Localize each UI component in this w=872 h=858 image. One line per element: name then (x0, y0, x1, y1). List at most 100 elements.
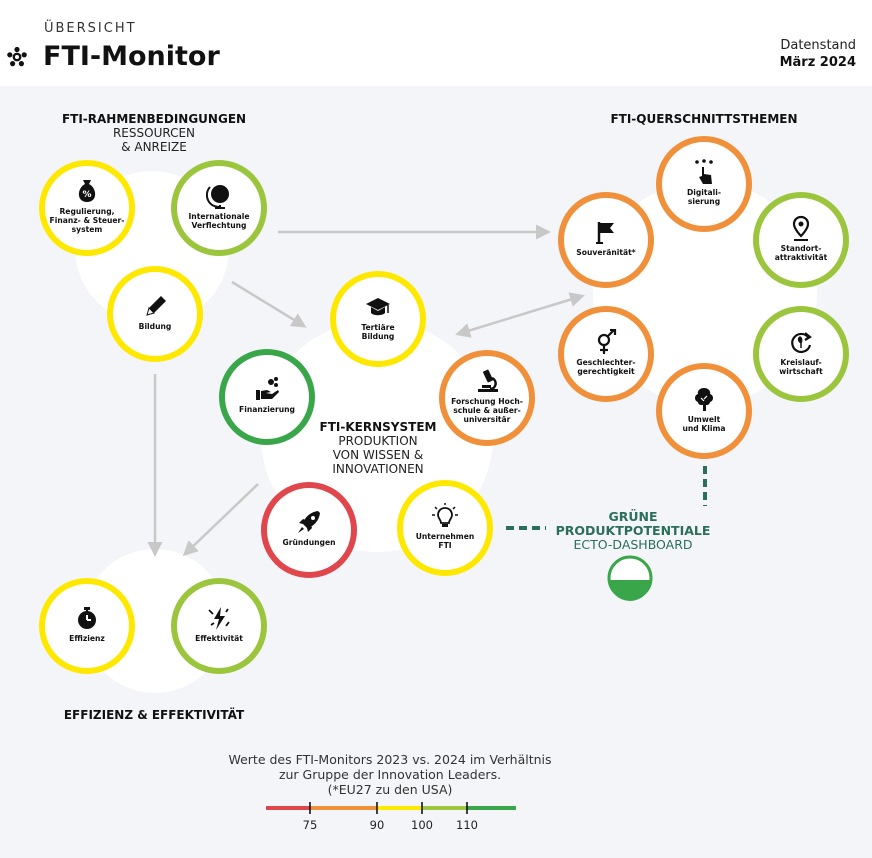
location-pin-icon (792, 215, 810, 241)
hand-coins-icon (256, 377, 279, 400)
node-ring-geschlechter[interactable] (558, 306, 654, 402)
node-geschlechter[interactable]: Geschlechter-gerechtigkeit (556, 328, 656, 376)
legend-description: Werte des FTI-Monitors 2023 vs. 2024 im … (228, 752, 552, 797)
node-forschung[interactable]: Forschung Hoch-schule & außer-universitä… (437, 368, 537, 424)
legend-scale (266, 802, 516, 814)
node-gruendungen[interactable]: Gründungen (259, 509, 359, 547)
globe-icon (206, 184, 229, 209)
node-ring-digitalisierung[interactable] (656, 136, 752, 232)
arrow-kern-effizienz (182, 483, 259, 557)
legend-tick-100: 100 (411, 818, 433, 832)
node-label-line: Effektivität (195, 634, 243, 643)
node-ring-kreislauf[interactable] (753, 306, 849, 402)
node-ring-forschung[interactable] (439, 350, 535, 446)
node-label-effizienz: Effizienz (37, 634, 137, 643)
node-label-line: system (71, 225, 103, 234)
node-digitalisierung[interactable]: Digitali-sierung (654, 158, 754, 206)
page-title: FTI-Monitor (43, 41, 220, 72)
legend-tick-75: 75 (302, 818, 318, 832)
node-label-line: Digitali- (686, 187, 722, 197)
legend-tick-90: 90 (369, 818, 385, 832)
graduation-cap-icon (366, 297, 390, 315)
node-label-line: attraktivität (774, 252, 828, 262)
node-ring-souveraenitaet[interactable] (558, 192, 654, 288)
node-souveraenitaet[interactable]: Souveränität* (556, 219, 656, 257)
node-label-line: sierung (687, 196, 721, 206)
diagram-canvas: FTI-RAHMENBEDINGUNGEN RESSOURCEN & ANREI… (0, 86, 872, 858)
group-label-quer: FTI-QUERSCHNITTSTHEMEN (610, 112, 798, 126)
lightbulb-icon (432, 502, 458, 527)
money-bag-icon: % (78, 180, 96, 202)
node-effektivitaet[interactable]: Effektivität (169, 605, 269, 643)
node-label-line: FTI (438, 540, 452, 550)
gender-icon (597, 328, 617, 354)
page-kicker: ÜBERSICHT (44, 21, 137, 36)
node-label-finanzierung: Finanzierung (217, 405, 317, 414)
lightning-icon (208, 607, 230, 630)
node-ring-bildung[interactable] (107, 266, 203, 362)
recycle-icon (791, 331, 812, 353)
node-label-line: und Klima (682, 423, 726, 433)
node-label-regulierung: Regulierung,Finanz- & Steuer-system (37, 207, 137, 234)
node-label-line: Regulierung, (59, 207, 115, 216)
node-label-line: Unternehmen (415, 531, 475, 541)
header: ÜBERSICHT FTI-Monitor Datenstand März 20… (0, 0, 872, 86)
svg-text:%: % (82, 190, 91, 200)
group-label-kern: FTI-KERNSYSTEM PRODUKTION VON WISSEN & I… (319, 420, 437, 476)
group-label-effizienz: EFFIZIENZ & EFFEKTIVITÄT (63, 708, 245, 722)
node-label-line: Geschlechter- (576, 357, 636, 367)
node-label-standort: Standort-attraktivität (751, 244, 851, 262)
flag-icon (596, 222, 614, 244)
node-ring-umwelt[interactable] (656, 363, 752, 459)
microscope-icon (478, 369, 498, 392)
node-label-line: Effizienz (69, 634, 105, 643)
arrow-kern-quer (455, 292, 585, 338)
node-label-geschlechter: Geschlechter-gerechtigkeit (556, 358, 656, 376)
node-label-effektivitaet: Effektivität (169, 634, 269, 643)
tree-icon (695, 387, 713, 411)
legend-tick-110: 110 (456, 818, 478, 832)
arrow-rahmen-kern (231, 280, 307, 328)
node-bildung[interactable]: Bildung (105, 293, 205, 331)
datenstand-value: März 2024 (779, 55, 856, 70)
node-finanzierung[interactable]: Finanzierung (217, 376, 317, 414)
node-label-line: Souveränität* (576, 248, 636, 257)
node-label-line: Forschung Hoch- (451, 397, 523, 406)
node-ring-regulierung[interactable] (39, 160, 135, 256)
node-ring-effektivitaet[interactable] (171, 578, 267, 674)
node-label-line: wirtschaft (779, 366, 823, 376)
node-label-line: Umwelt (687, 414, 721, 424)
node-label-line: Bildung (361, 331, 395, 341)
node-label-line: schule & außer- (453, 406, 521, 415)
node-standort[interactable]: Standort-attraktivität (751, 215, 851, 262)
green-potential-label[interactable]: GRÜNE PRODUKTPOTENTIALE ECTO-DASHBOARD (555, 509, 711, 552)
node-label-line: universitär (463, 415, 511, 424)
node-regulierung[interactable]: % Regulierung,Finanz- & Steuer-system (37, 178, 137, 234)
rocket-icon (298, 511, 320, 533)
node-label-bildung: Bildung (105, 322, 205, 331)
node-label-gruendungen: Gründungen (259, 538, 359, 547)
node-label-kreislauf: Kreislauf-wirtschaft (751, 358, 851, 376)
half-filled-circle-icon (607, 555, 653, 601)
stopwatch-icon (78, 607, 96, 629)
node-label-line: Verflechtung (191, 220, 247, 230)
node-kreislauf[interactable]: Kreislauf-wirtschaft (751, 329, 851, 376)
node-ring-tertiaer[interactable] (330, 271, 426, 367)
pencil-icon (146, 296, 166, 316)
node-label-line: Kreislauf- (780, 357, 822, 367)
node-label-line: Internationale (188, 211, 250, 221)
node-ring-unternehmen[interactable] (397, 480, 493, 576)
node-label-line: Tertiäre (361, 322, 395, 332)
touch-hand-icon (695, 158, 713, 184)
node-effizienz[interactable]: Effizienz (37, 605, 137, 643)
node-label-line: Standort- (780, 243, 822, 253)
datenstand-label: Datenstand (780, 38, 856, 53)
